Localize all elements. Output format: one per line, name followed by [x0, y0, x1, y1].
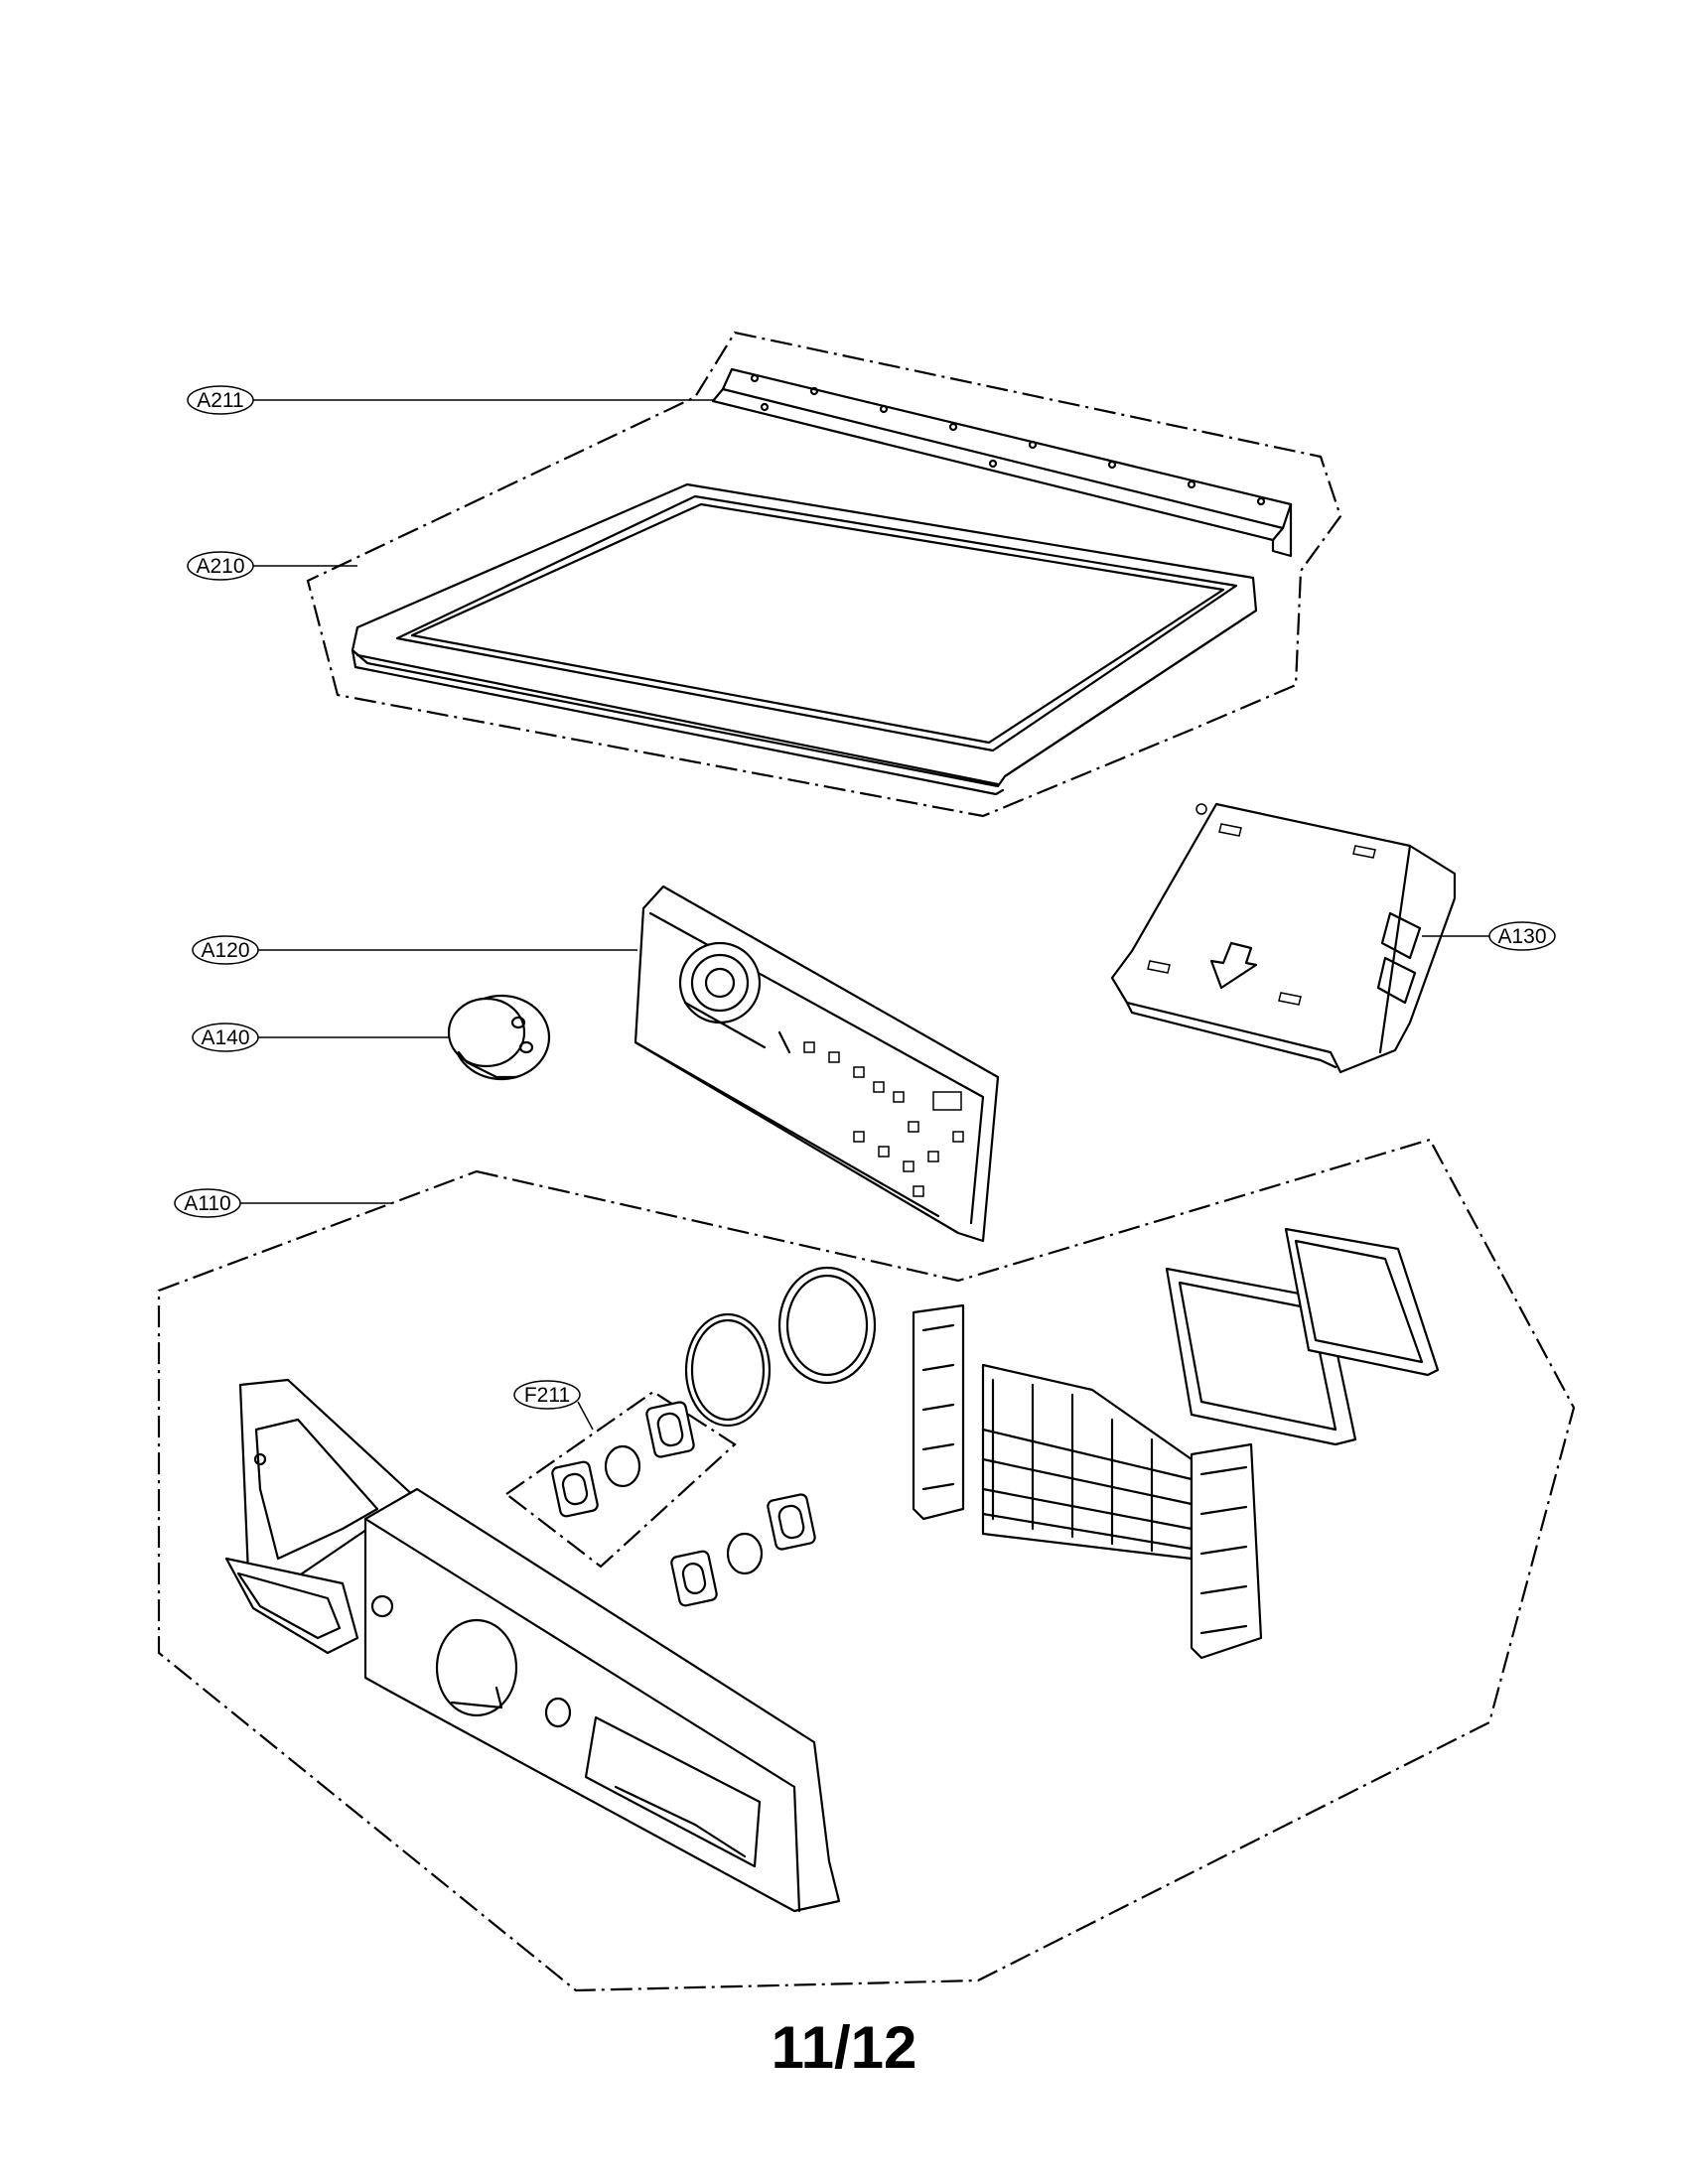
- callout-label-a210: A210: [196, 555, 244, 578]
- callout-label-a120: A120: [201, 939, 249, 962]
- callout-a110: A110: [174, 1188, 392, 1218]
- control-panel-assembly-boundary: [157, 1138, 1576, 1992]
- window-gasket-parts: [1165, 1227, 1440, 1446]
- callout-a120: A120: [192, 935, 637, 965]
- top-plate-part: [351, 482, 1258, 796]
- callout-label-a211: A211: [197, 389, 244, 412]
- control-knob-part: [447, 994, 551, 1081]
- display-pcb-part: [633, 885, 1000, 1243]
- callout-label-f211: F211: [524, 1384, 570, 1407]
- callout-label-a140: A140: [201, 1026, 249, 1049]
- callout-a210: A210: [187, 551, 357, 581]
- decor-ring-parts: [684, 1266, 877, 1428]
- callout-a130: A130: [1422, 921, 1556, 951]
- button-subassembly-boundary: [504, 1390, 737, 1569]
- control-panel-part: [224, 1378, 841, 1913]
- button-parts: [551, 1401, 816, 1607]
- callout-label-a110: A110: [184, 1192, 231, 1215]
- main-pcb-housing-part: [1110, 802, 1457, 1074]
- callout-a140: A140: [192, 1023, 449, 1052]
- top-assembly-boundary: [306, 331, 1342, 818]
- page-number: 11/12: [771, 2014, 917, 2081]
- callout-f211: F211: [513, 1380, 594, 1431]
- callout-a211: A211: [187, 385, 713, 415]
- top-bracket-part: [711, 367, 1293, 558]
- display-holder-part: [912, 1303, 1263, 1660]
- callout-label-a130: A130: [1497, 925, 1546, 948]
